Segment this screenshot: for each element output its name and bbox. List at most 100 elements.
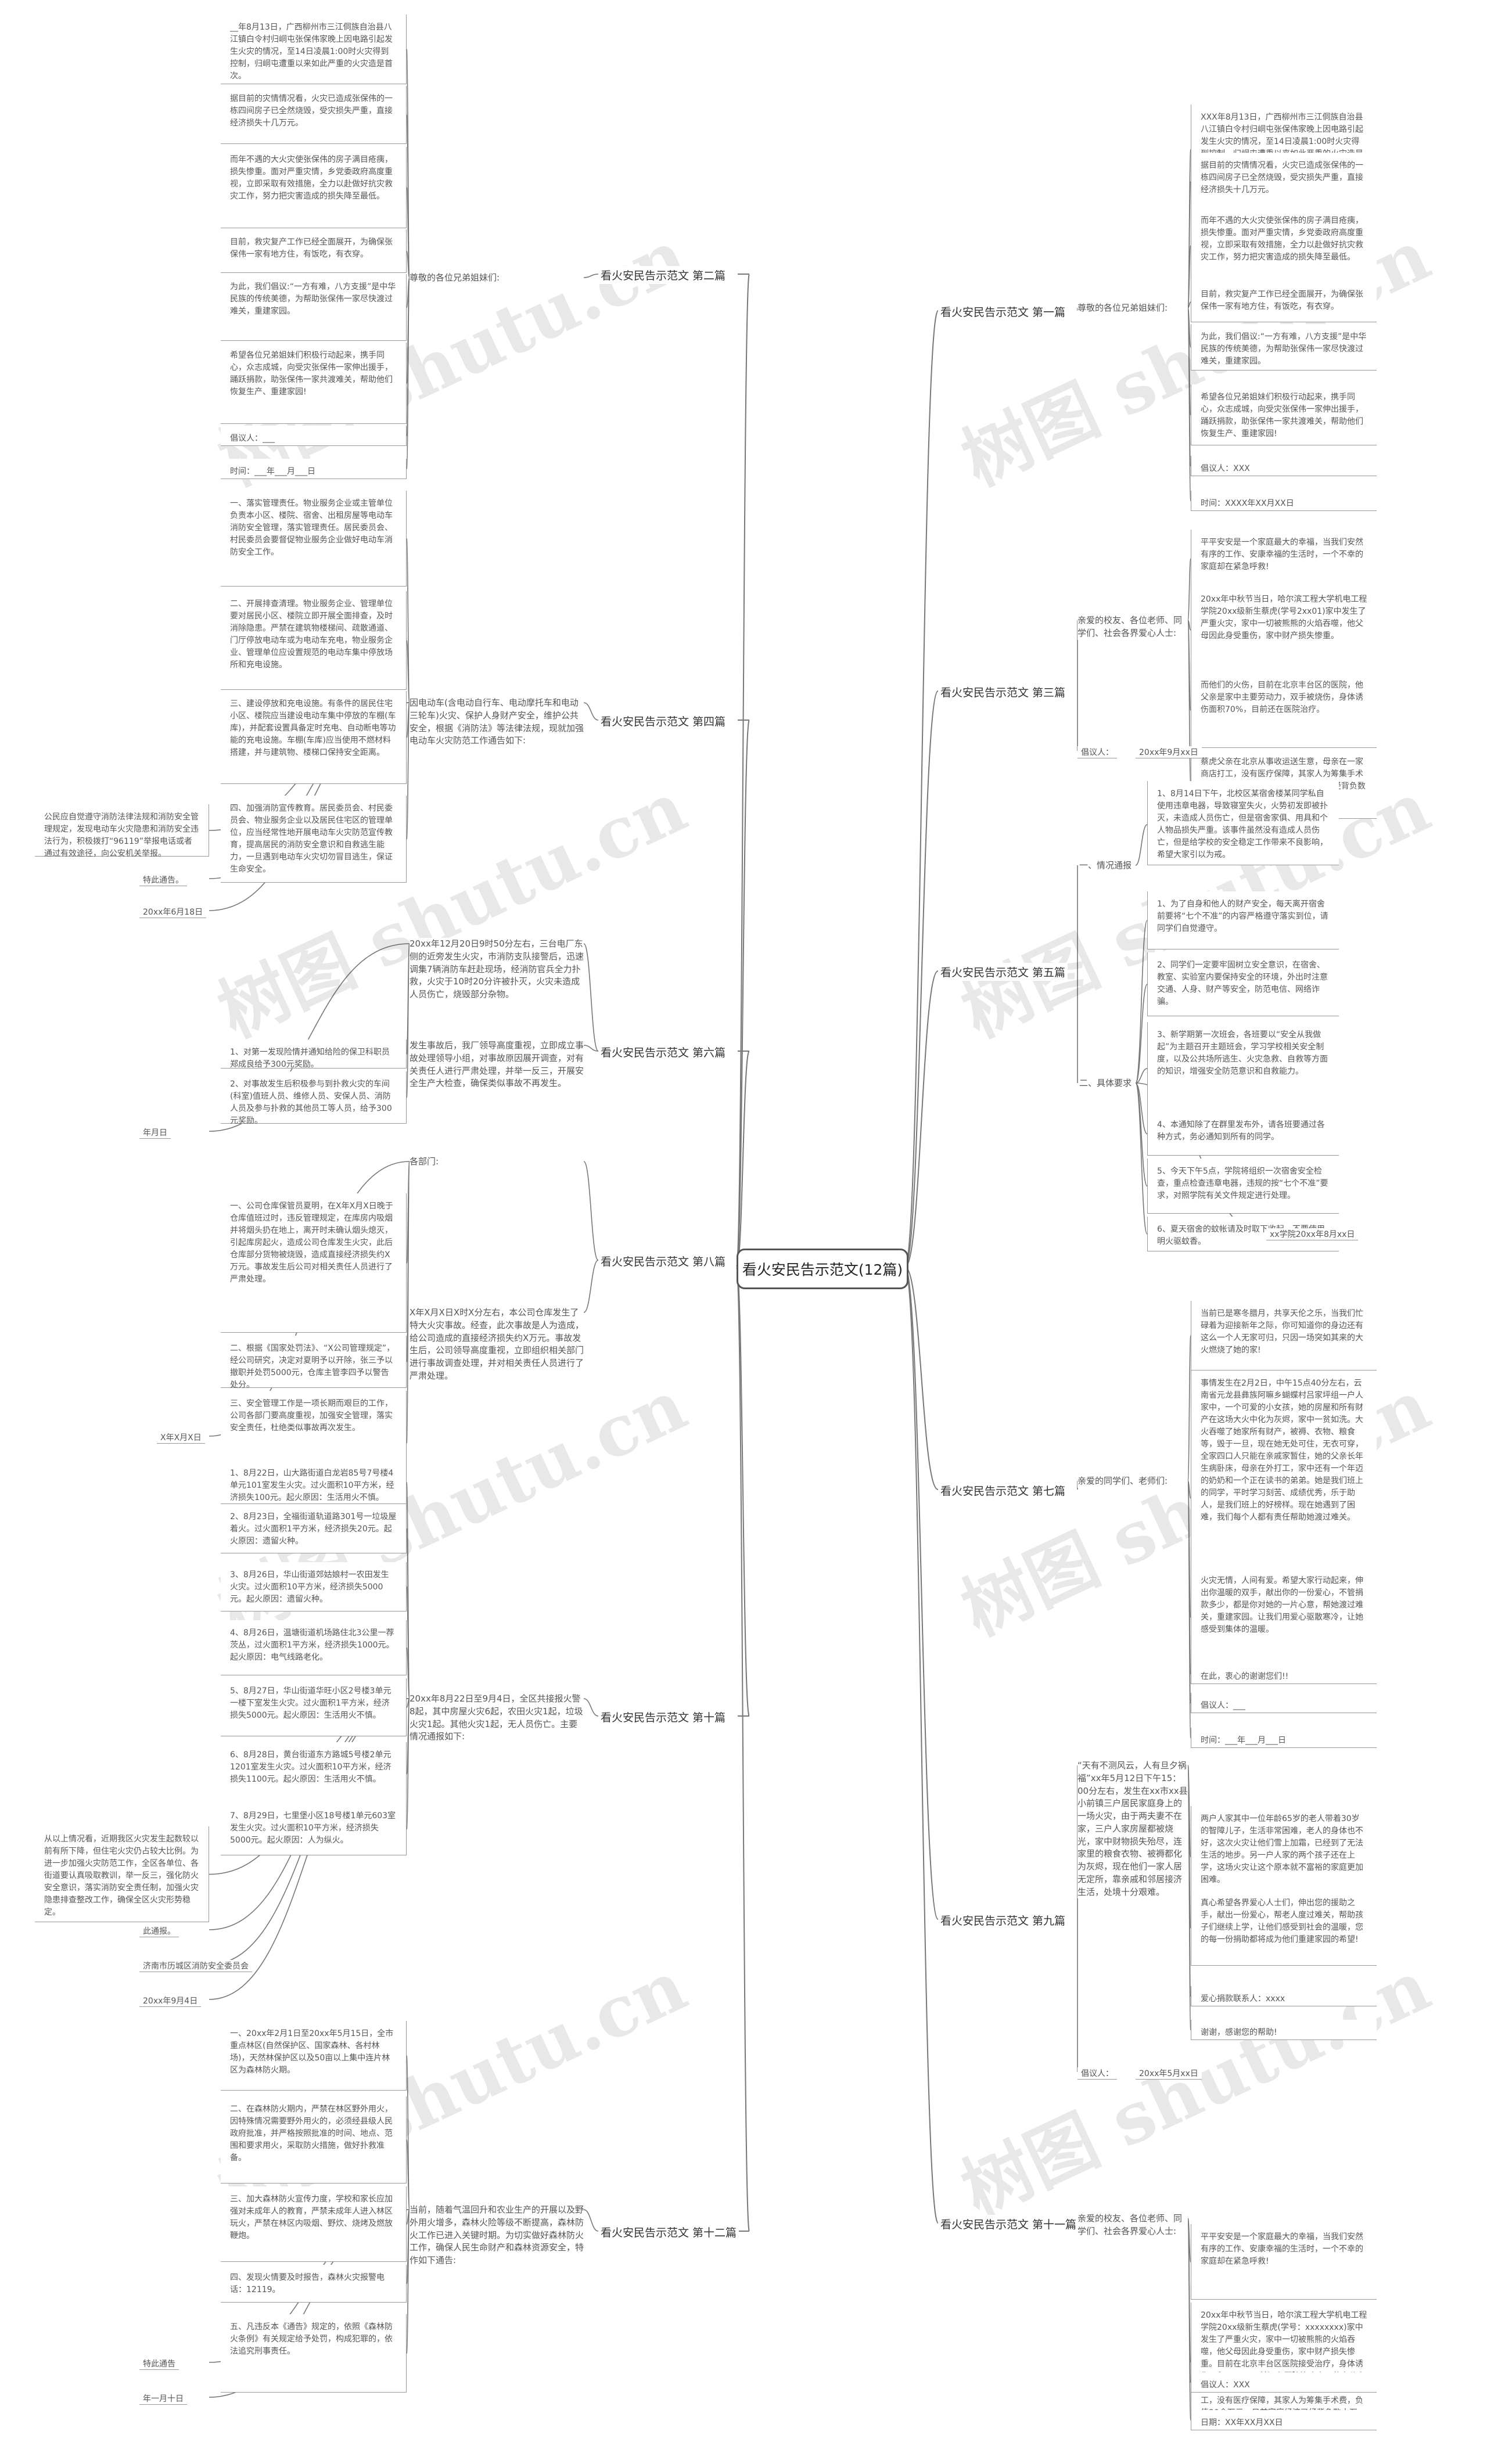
content-box[interactable]: 希望各位兄弟姐妹们积极行动起来，携手同心，众志成城，向受灾张保伟一家伸出援手，踊…	[221, 343, 407, 424]
content-box[interactable]: 倡议人：___	[221, 426, 407, 446]
branch-title[interactable]: 看火安民告示范文 第三篇	[938, 683, 1068, 701]
content-box[interactable]: 谢谢，感谢您的帮助!	[1191, 2020, 1377, 2040]
signature[interactable]: 特此通告。	[139, 874, 187, 886]
branch-title[interactable]: 看火安民告示范文 第六篇	[598, 1043, 728, 1061]
content-box[interactable]: 倡议人：___	[1191, 1693, 1377, 1713]
branch-title[interactable]: 看火安民告示范文 第五篇	[938, 963, 1068, 981]
content-box[interactable]: 时间：___年___月___日	[221, 459, 407, 479]
branch-title[interactable]: 看火安民告示范文 第八篇	[598, 1252, 728, 1270]
content-box[interactable]: 一、落实管理责任。物业服务企业或主管单位负责本小区、楼院、宿舍、出租房屋等电动车…	[221, 491, 407, 587]
content-box[interactable]: 2、8月23日，全福街道轨道路301号一垃圾屋着火。过火面积1平方米，经济损失2…	[221, 1504, 407, 1553]
intro-text[interactable]: 亲爱的校友、各位老师、同学们、社会各界爱心人士:	[1077, 2213, 1188, 2238]
section-heading[interactable]: 一、情况通报	[1079, 859, 1132, 872]
content-box[interactable]: 目前，救灾复产工作已经全面展开，为确保张保伟一家有地方住，有饭吃，有衣穿。	[1191, 282, 1377, 322]
content-box[interactable]: 3、8月26日，华山街道郊姑娘村一农田发生火灾。过火面积10平方米，经济损失50…	[221, 1562, 407, 1612]
intro-text[interactable]: “天有不测风云，人有旦夕祸福”xx年5月12日下午15：00分左右，发生在xx市…	[1077, 1760, 1188, 1899]
content-box[interactable]: 而年不遇的大火灾使张保伟的房子满目疮痍，损失惨重。面对严重灾情，乡党委政府高度重…	[221, 147, 407, 228]
branch-title[interactable]: 看火安民告示范文 第七篇	[938, 1481, 1068, 1499]
content-box[interactable]: 二、在森林防火期内，严禁在林区野外用火，因特殊情况需要野外用火的，必须经县级人民…	[221, 2096, 407, 2184]
intro-text[interactable]: X年X月X日X时X分左右，本公司仓库发生了特大火灾事故。经查，此次事故是人为造成…	[410, 1307, 584, 1383]
signature[interactable]: X年X月X日	[157, 1431, 205, 1444]
content-box[interactable]: 据目前的灾情情况看，火灾已造成张保伟的一栋四间房子已全然烧毁，受灾损失严重，直接…	[221, 86, 407, 144]
section-heading[interactable]: 二、具体要求	[1079, 1077, 1132, 1090]
intro-text[interactable]: 尊敬的各位兄弟姐妹们:	[1077, 302, 1188, 315]
content-box[interactable]: 爱心捐款联系人：xxxx	[1191, 1986, 1377, 2006]
content-box[interactable]: 希望各位兄弟姐妹们积极行动起来，携手同心，众志成城，向受灾张保伟一家伸出援手，踊…	[1191, 384, 1377, 445]
branch-title[interactable]: 看火安民告示范文 第四篇	[598, 712, 728, 730]
content-box[interactable]: 火灾无情，人间有爱。希望大家行动起来，伸出你温暖的双手，献出你的一份爱心，不管捐…	[1191, 1568, 1377, 1667]
content-box[interactable]: __年8月13日，广西柳州市三江侗族自治县八江镇白令村归峒屯张保伟家晚上因电路引…	[221, 15, 407, 84]
intro-text[interactable]: 20xx年12月20日9时50分左右，三台电厂东侧的近旁发生火灾，市消防支队接警…	[410, 938, 584, 1001]
content-box[interactable]: 20xx年中秋节当日，哈尔滨工程大学机电工程学院20xx级新生蔡虎(学号2xx0…	[1191, 587, 1377, 674]
intro-text[interactable]: 发生事故后，我厂领导高度重视，立即成立事故处理领导小组，对事故原因展开调查，对有…	[410, 1039, 584, 1090]
signature[interactable]: 20xx年5月xx日	[1136, 2067, 1202, 2080]
content-box[interactable]: 真心希望各界爱心人士们，伸出您的援助之手，献出一份爱心，帮老人度过难关，帮助孩子…	[1191, 1890, 1377, 1966]
content-box[interactable]: 而年不遇的大火灾使张保伟的房子满目疮痍，损失惨重。面对严重灾情，乡党委政府高度重…	[1191, 208, 1377, 283]
content-box[interactable]: 5、8月27日，华山街道华旺小区2号楼3单元一楼下室发生火灾。过火面积1平方米，…	[221, 1678, 407, 1736]
content-box[interactable]: 三、加大森林防火宣传力度，学校和家长应加强对未成年人的教育，严禁未成年人进入林区…	[221, 2186, 407, 2262]
content-box[interactable]: 一、20xx年2月1日至20xx年5月15日，全市重点林区(自然保护区、国家森林…	[221, 2021, 407, 2091]
content-box[interactable]: 一、公司仓库保管员夏明，在X年X月X日晚于仓库值班过时，违反管理规定，在库房内吸…	[221, 1193, 407, 1333]
signature[interactable]: 特此通告	[139, 2358, 179, 2370]
content-box[interactable]: 平平安安是一个家庭最大的幸福，当我们安然有序的工作、安康幸福的生活时，一个不幸的…	[1191, 530, 1377, 588]
content-box[interactable]: 时间：XXXX年XX月XX日	[1191, 491, 1377, 511]
intro-text[interactable]: 亲爱的校友、各位老师、同学们、社会各界爱心人士:	[1077, 614, 1188, 640]
content-box[interactable]: 1、8月22日，山大路街道白龙岩85号7号楼4单元101室发生火灾。过火面积10…	[221, 1461, 407, 1504]
content-box[interactable]: 20xx年中秋节当日，哈尔滨工程大学机电工程学院20xx级新生蔡虎(学号：xxx…	[1191, 2303, 1377, 2430]
content-box[interactable]: 平平安安是一个家庭最大的幸福，当我们安然有序的工作、安康幸福的生活时，一个不幸的…	[1191, 2224, 1377, 2300]
signature[interactable]: xx学院20xx年8月xx日	[1266, 1228, 1359, 1240]
signature[interactable]: 20xx年6月18日	[139, 906, 207, 918]
signature[interactable]: 此通报。	[139, 1925, 179, 1937]
content-box[interactable]: 四、加强消防宣传教育。居民委员会、村民委员会、物业服务企业以及居民住宅区的管理单…	[221, 796, 407, 883]
content-box[interactable]: 当前已是寒冬腊月，共享天伦之乐，当我们忙碌着为迎接新年之际，你可知道你的身边还有…	[1191, 1301, 1377, 1371]
signature[interactable]: 倡议人：	[1077, 746, 1117, 758]
branch-title[interactable]: 看火安民告示范文 第十二篇	[598, 2223, 739, 2241]
content-box[interactable]: 公民应自觉遵守消防法律法规和消防安全管理规定，发现电动车火灾隐患和消防安全违法行…	[35, 804, 209, 858]
content-box[interactable]: 五、凡违反本《通告》规定的，依照《森林防火条例》有关规定给予处罚，构成犯罪的，依…	[221, 2314, 407, 2393]
signature[interactable]: 20xx年9月xx日	[1136, 746, 1202, 758]
intro-text[interactable]: 20xx年8月22日至9月4日，全区共接报火警8起，其中房屋火灾6起，农田火灾1…	[410, 1693, 584, 1743]
branch-title[interactable]: 看火安民告示范文 第二篇	[598, 266, 728, 284]
content-box[interactable]: 1、对第一发现险情并通知给险的保卫科职员郑成良给予300元奖励。	[221, 1039, 407, 1069]
content-box[interactable]: 日期：XX年XX月XX日	[1191, 2410, 1377, 2430]
signature[interactable]: 济南市历城区消防安全委员会	[139, 1960, 252, 1972]
content-box[interactable]: 倡议人：XXX	[1191, 2372, 1377, 2393]
content-box[interactable]: 为此，我们倡议:“一方有难，八方支援”是中华民族的传统美德，为帮助张保伟一家尽快…	[1191, 324, 1377, 371]
content-box[interactable]: 二、开展排查清理。物业服务企业、管理单位要对居民小区、楼院立即开展全面排查，及时…	[221, 591, 407, 690]
content-box[interactable]: 4、8月26日，温塘街道机场路住北3公里一荐茨丛，过火面积1平方米，经济损失10…	[221, 1620, 407, 1675]
signature[interactable]: 倡议人：	[1077, 2067, 1117, 2080]
content-box[interactable]: 6、8月28日，黄台街道东方路城5号楼2单元1201室发生火灾。过火面积10平方…	[221, 1742, 407, 1806]
signature[interactable]: 年一月十日	[139, 2393, 187, 2405]
content-box[interactable]: 四、发现火情要及时报告，森林火灾报警电话：12119。	[221, 2265, 407, 2303]
intro-text[interactable]: 因电动车(含电动自行车、电动摩托车和电动三轮车)火灾、保护人身财产安全，维护公共…	[410, 697, 584, 747]
content-box[interactable]: 二、根据《国家处罚法》、“X公司管理规定”，经公司研究，决定对夏明予以开除，张三…	[221, 1336, 407, 1390]
content-box[interactable]: 4、本通知除了在群里发布外，请各班要通过各种方式，务必通知到所有的同学。	[1147, 1112, 1339, 1156]
intro-text[interactable]: 尊敬的各位兄弟姐妹们:	[410, 272, 584, 285]
branch-title[interactable]: 看火安民告示范文 第一篇	[938, 303, 1068, 321]
content-box[interactable]: 三、建设停放和充电设施。有条件的居民住宅小区、楼院应当建设电动车集中停放的车棚(…	[221, 691, 407, 784]
intro-text[interactable]: 各部门:	[410, 1156, 584, 1168]
signature[interactable]: 年月日	[139, 1127, 171, 1139]
branch-title[interactable]: 看火安民告示范文 第十篇	[598, 1708, 728, 1726]
content-box[interactable]: 2、同学们一定要牢固树立安全意识，在宿舍、教室、实验室内要保持安全的环境，外出时…	[1147, 952, 1339, 1016]
content-box[interactable]: 在此，衷心的谢谢您们!!	[1191, 1664, 1377, 1684]
content-box[interactable]: 倡议人：XXX	[1191, 456, 1377, 476]
content-box[interactable]: 时间：___年___月___日	[1191, 1728, 1377, 1748]
content-box[interactable]: 为此，我们倡议:“一方有难，八方支援”是中华民族的传统美德，为帮助张保伟一家尽快…	[221, 274, 407, 341]
content-box[interactable]: 5、今天下午5点，学院将组织一次宿舍安全检查，重点检查违章电器，违规的按“七个不…	[1147, 1159, 1339, 1214]
content-box[interactable]: 7、8月29日，七里堡小区18号楼1单元603室发生火灾。过火面积10平方米，经…	[221, 1803, 407, 1855]
content-box[interactable]: 1、8月14日下午，北校区某宿舍楼某同学私自使用违章电器，导致寝室失火，火势初发…	[1147, 781, 1339, 865]
intro-text[interactable]: 当前，随着气温回升和农业生产的开展以及野外用火增多，森林火险等级不断提高，森林防…	[410, 2204, 584, 2267]
content-box[interactable]: 从以上情况看，近期我区火灾发生起数较以前有所下降，但住宅火灾仍占较大比例。为进一…	[35, 1826, 209, 1922]
content-box[interactable]: 2、对事故发生后积极参与到扑救火灾的车间(科室)值班人员、维修人员、安保人员、消…	[221, 1071, 407, 1125]
content-box[interactable]: 3、新学期第一次班会，各班要以“安全从我做起”为主题召开主题班会，学习学校相关安…	[1147, 1022, 1339, 1115]
branch-title[interactable]: 看火安民告示范文 第十一篇	[938, 2215, 1079, 2233]
intro-text[interactable]: 亲爱的同学们、老师们:	[1077, 1475, 1188, 1488]
mindmap-root[interactable]: 看火安民告示范文(12篇)	[737, 1249, 908, 1289]
content-box[interactable]: 1、为了自身和他人的财产安全，每天离开宿舍前要将“七个不准”的内容严格遵守落实到…	[1147, 891, 1339, 949]
content-box[interactable]: 而他们的火伤，目前在北京丰台区的医院，他父亲是家中主要劳动力，双手被烧伤，身体诱…	[1191, 672, 1377, 748]
branch-title[interactable]: 看火安民告示范文 第九篇	[938, 1911, 1068, 1929]
signature[interactable]: 20xx年9月4日	[139, 1995, 202, 2007]
content-box[interactable]: 目前，救灾复产工作已经全面展开，为确保张保伟一家有地方住，有饭吃，有衣穿。	[221, 229, 407, 273]
content-box[interactable]: 据目前的灾情情况看，火灾已造成张保伟的一栋四间房子已全然烧毁，受灾损失严重，直接…	[1191, 153, 1377, 211]
